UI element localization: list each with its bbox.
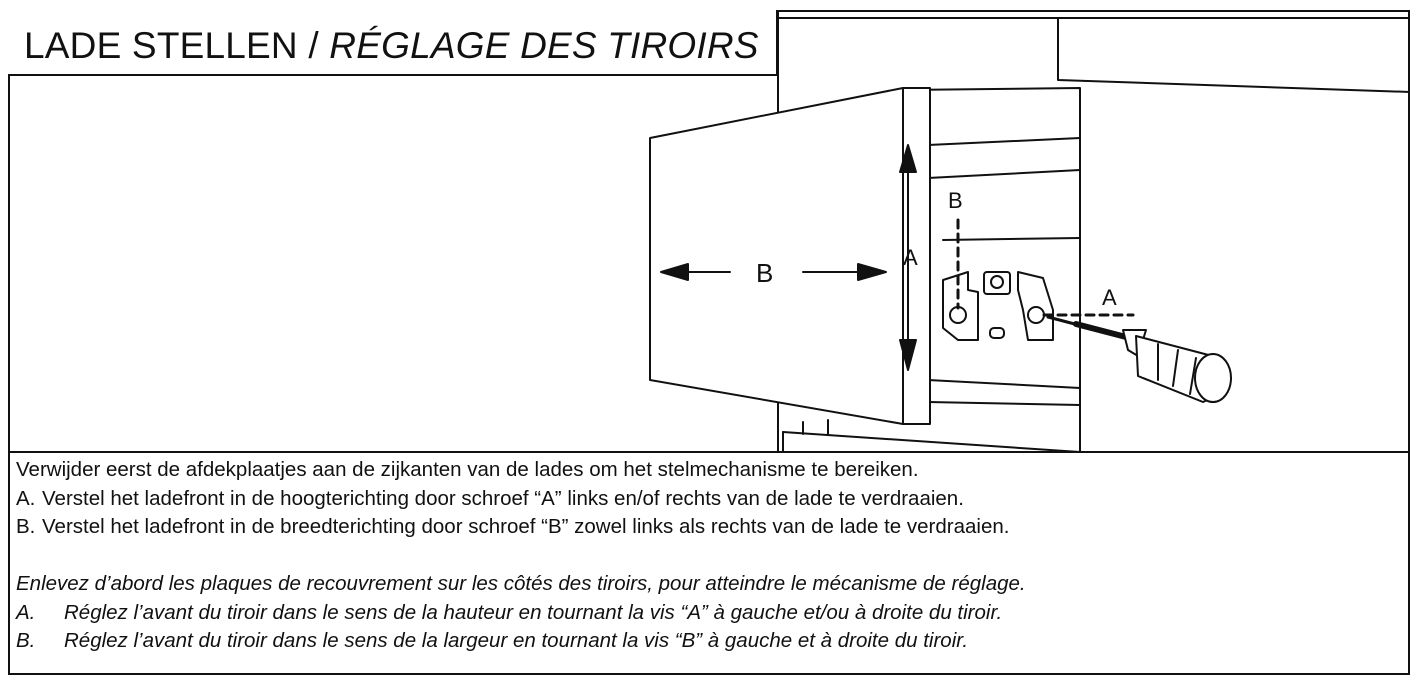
- item-text: Verstel het ladefront in de hoogterichti…: [42, 486, 964, 510]
- instructions-nl-intro: Verwijder eerst de afdekplaatjes aan de …: [16, 458, 919, 481]
- item-label: A.: [16, 486, 36, 510]
- item-text: Réglez l’avant du tiroir dans le sens de…: [64, 629, 969, 652]
- instruction-nl-item-a: A.Verstel het ladefront in de hoogterich…: [16, 485, 1406, 514]
- drawer-front: [649, 87, 931, 425]
- instruction-fr-item-b: B. Réglez l’avant du tiroir dans le sens …: [16, 627, 1406, 656]
- item-text: Réglez l’avant du tiroir dans le sens de…: [64, 600, 1003, 624]
- title-dutch: LADE STELLEN /: [24, 25, 319, 66]
- title-box: LADE STELLEN / RÉGLAGE DES TIROIRS: [8, 10, 778, 76]
- instructions-fr-intro: Enlevez d’abord les plaques de recouvrem…: [16, 572, 1026, 595]
- item-label: B.: [16, 629, 36, 652]
- instructions: Verwijder eerst de afdekplaatjes aan de …: [16, 456, 1406, 656]
- section-divider: [8, 451, 1410, 453]
- arrows: [660, 144, 917, 371]
- drawer-adjustment-illustration: B A B A: [649, 10, 1410, 452]
- label-a-vertical: A: [903, 245, 918, 270]
- item-text: Verstel het ladefront in de breedtericht…: [42, 515, 1010, 538]
- label-b-horizontal: B: [756, 258, 773, 288]
- hinge-bracket: [942, 271, 1054, 341]
- label-b-screw: B: [948, 188, 963, 213]
- page-title: LADE STELLEN / RÉGLAGE DES TIROIRS: [24, 26, 759, 66]
- item-label: B.: [16, 515, 36, 538]
- adjustment-dashes: [956, 218, 1135, 317]
- instruction-nl-item-b: B. Verstel het ladefront in de breedteric…: [16, 513, 1406, 542]
- label-a-screw: A: [1102, 285, 1117, 310]
- instruction-fr-item-a: A. Réglez l’avant du tiroir dans le sens …: [16, 599, 1406, 628]
- title-french: RÉGLAGE DES TIROIRS: [329, 25, 759, 66]
- screwdriver: [1046, 315, 1232, 403]
- item-label: A.: [16, 600, 36, 624]
- spacer: [16, 542, 1406, 571]
